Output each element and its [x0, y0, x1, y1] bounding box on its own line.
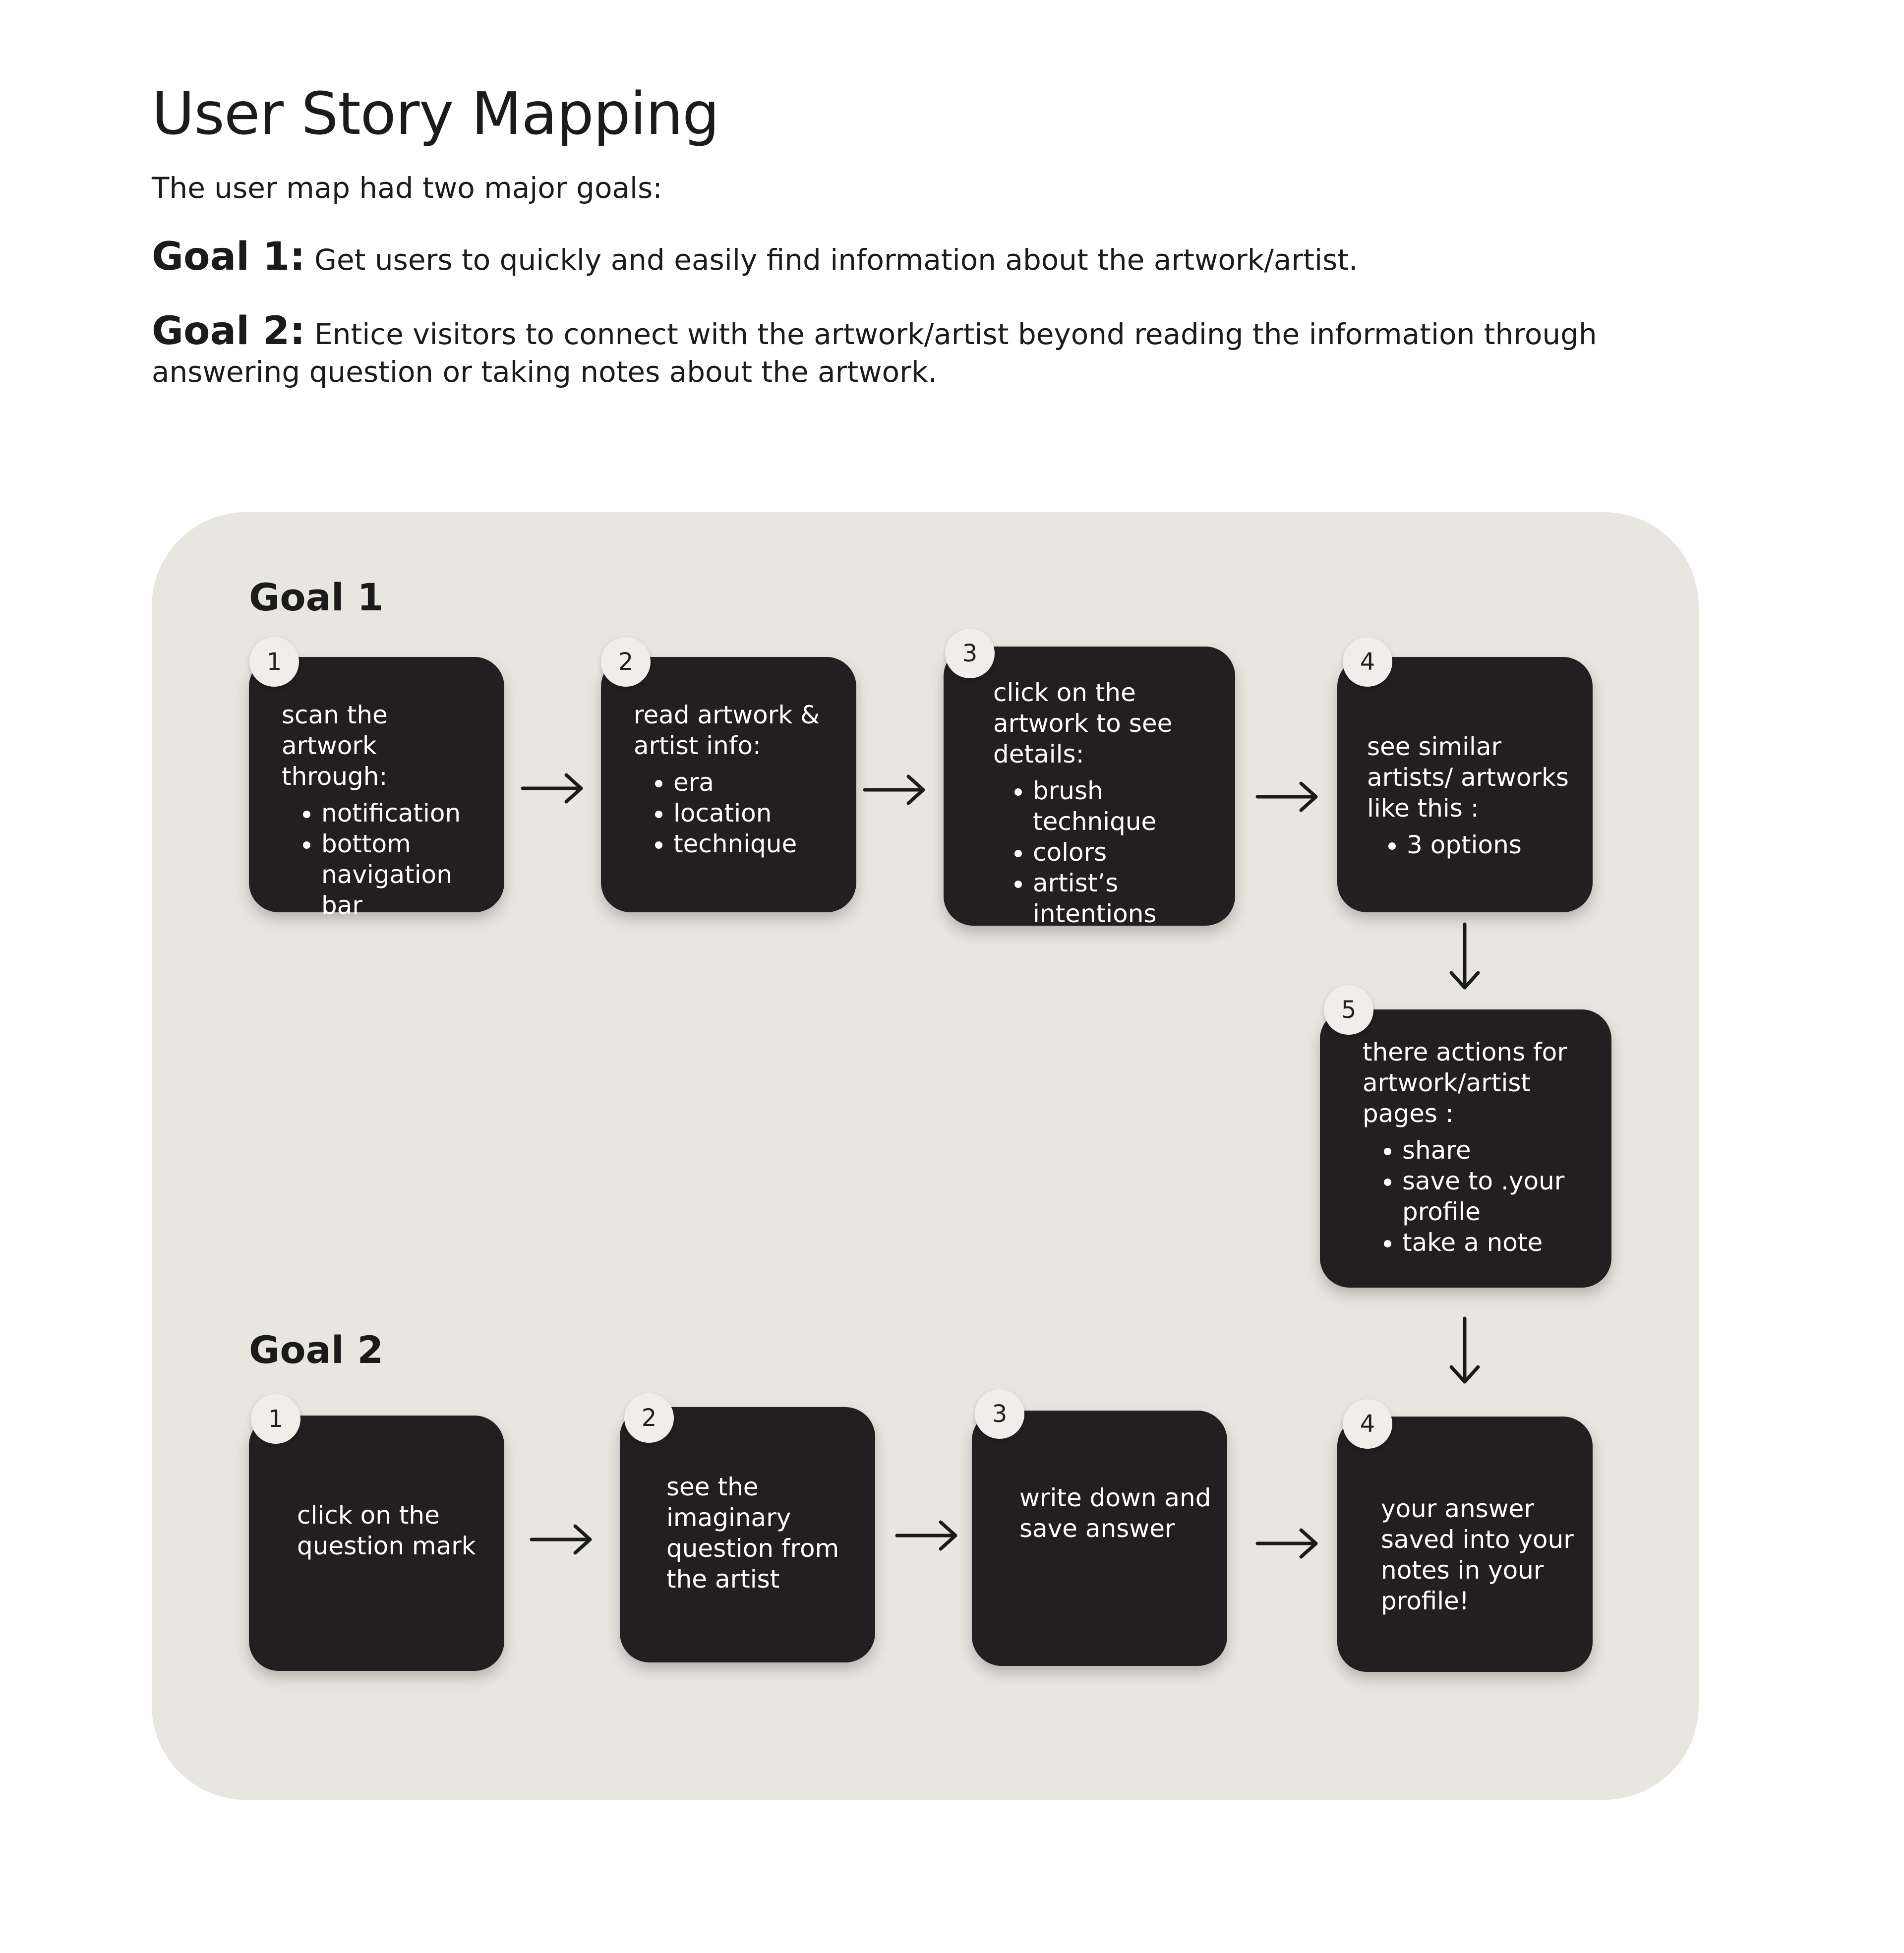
card-list: era location technique — [634, 767, 841, 859]
list-item: bottom navigation bar — [321, 829, 489, 921]
card-text: there actions for artwork/artist pages : — [1363, 1038, 1567, 1128]
goal-2-step-4-card: your answer saved into your notes in you… — [1337, 1417, 1593, 1672]
step-number-badge: 2 — [624, 1393, 674, 1443]
goal-1-step-2-card: read artwork & artist info: era location… — [601, 657, 856, 912]
goal-1-step-1-card: scan the artwork through: notification b… — [249, 657, 504, 920]
goal-1-section-label: Goal 1 — [249, 575, 384, 619]
goal-2-step-2-card: see the imaginary question from the arti… — [620, 1407, 875, 1662]
right-arrow-icon — [521, 773, 583, 804]
card-list: 3 options — [1367, 829, 1578, 860]
card-list: notification bottom navigation bar — [282, 798, 489, 921]
right-arrow-icon — [1255, 781, 1318, 812]
list-item: era — [673, 767, 841, 798]
page-title: User Story Mapping — [152, 79, 719, 148]
list-item: brush technique — [1033, 775, 1220, 837]
step-number-badge: 5 — [1324, 985, 1373, 1035]
step-number-badge: 2 — [601, 637, 651, 687]
goal-1-text: Get users to quickly and easily find inf… — [314, 243, 1358, 277]
card-list: share save to .your profile take a note — [1363, 1135, 1597, 1258]
goal-1-step-5-card: there actions for artwork/artist pages :… — [1320, 1009, 1611, 1288]
card-text: see the imaginary question from the arti… — [666, 1473, 839, 1594]
intro-text: The user map had two major goals: — [152, 171, 662, 205]
card-text: write down and save answer — [1019, 1483, 1211, 1543]
list-item: location — [673, 798, 841, 829]
list-item: 3 options — [1407, 829, 1578, 860]
card-list: brush technique colors artist’s intentio… — [993, 775, 1220, 929]
goal-1-step-4-card: see similar artists/ artworks like this … — [1337, 657, 1593, 912]
step-number-badge: 4 — [1343, 637, 1392, 687]
step-number-badge: 1 — [249, 637, 299, 687]
list-item: notification — [321, 798, 489, 829]
card-text: click on the question mark — [297, 1501, 476, 1560]
goal-2-section-label: Goal 2 — [249, 1328, 384, 1372]
list-item: take a note — [1402, 1227, 1597, 1258]
goal-1-step-3-card: click on the artwork to see details: bru… — [944, 647, 1235, 929]
step-number-badge: 3 — [945, 629, 995, 678]
right-arrow-icon — [1255, 1528, 1318, 1559]
list-item: share — [1402, 1135, 1597, 1166]
goal-2-description: Goal 2: Entice visitors to connect with … — [152, 312, 1639, 391]
card-text: your answer saved into your notes in you… — [1381, 1494, 1574, 1615]
card-text: read artwork & artist info: — [634, 701, 820, 760]
step-number-badge: 4 — [1343, 1399, 1392, 1449]
card-text: click on the artwork to see details: — [993, 678, 1173, 769]
step-number-badge: 3 — [975, 1389, 1024, 1439]
list-item: colors — [1033, 837, 1220, 868]
right-arrow-icon — [895, 1520, 957, 1551]
right-arrow-icon — [530, 1524, 592, 1555]
right-arrow-icon — [863, 774, 925, 805]
card-text: see similar artists/ artworks like this … — [1367, 732, 1569, 823]
goal-1-label: Goal 1: — [152, 235, 305, 279]
step-number-badge: 1 — [251, 1394, 300, 1444]
goal-2-label: Goal 2: — [152, 309, 305, 354]
goal-1-description: Goal 1: Get users to quickly and easily … — [152, 235, 1639, 279]
down-arrow-icon — [1449, 1316, 1480, 1384]
list-item: save to .your profile — [1402, 1166, 1597, 1227]
goal-2-step-1-card: click on the question mark — [249, 1416, 504, 1671]
down-arrow-icon — [1449, 922, 1480, 990]
list-item: artist’s intentions — [1033, 868, 1220, 929]
goal-2-text: Entice visitors to connect with the artw… — [152, 317, 1597, 389]
list-item: technique — [673, 829, 841, 859]
goal-2-step-3-card: write down and save answer — [972, 1411, 1227, 1666]
card-text: scan the artwork through: — [282, 701, 388, 791]
